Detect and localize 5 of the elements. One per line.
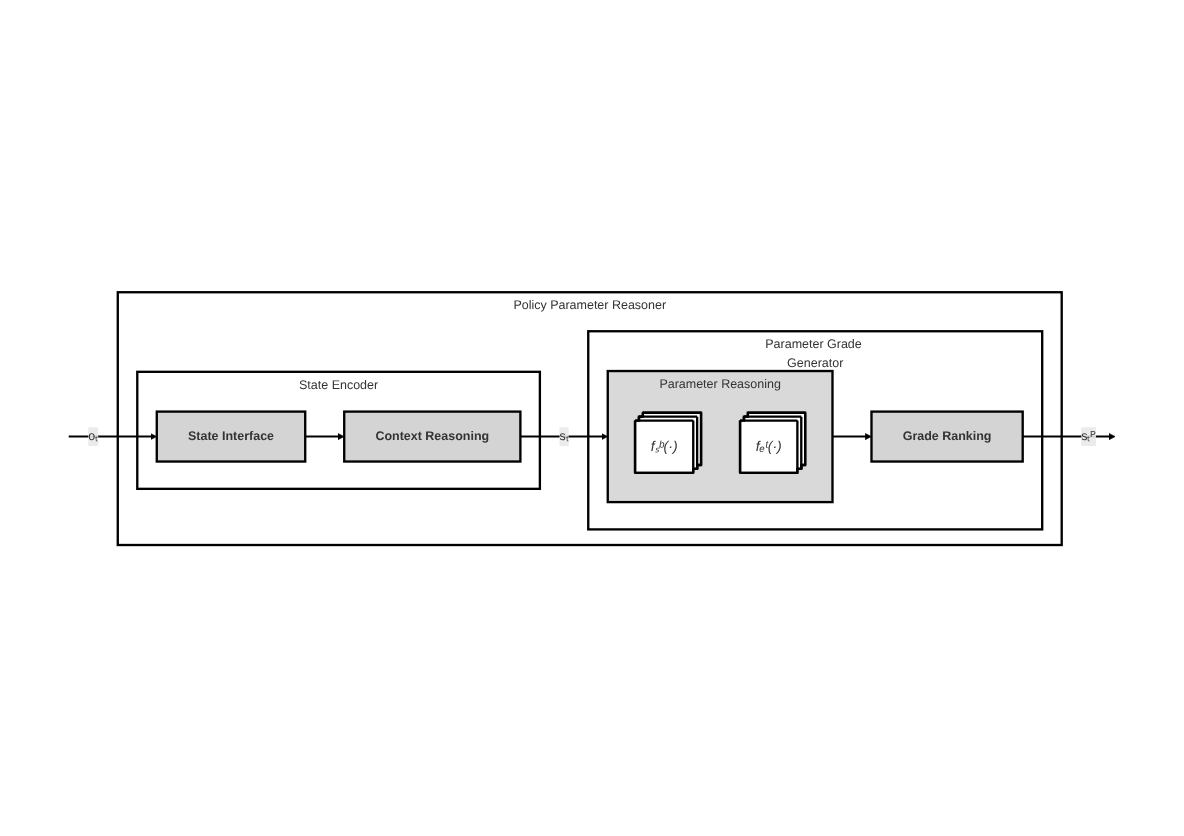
arrow: [519, 432, 609, 440]
arrow: [304, 432, 345, 440]
arrow: [67, 432, 158, 440]
arrow: [1021, 432, 1116, 440]
arrow: [831, 432, 872, 440]
